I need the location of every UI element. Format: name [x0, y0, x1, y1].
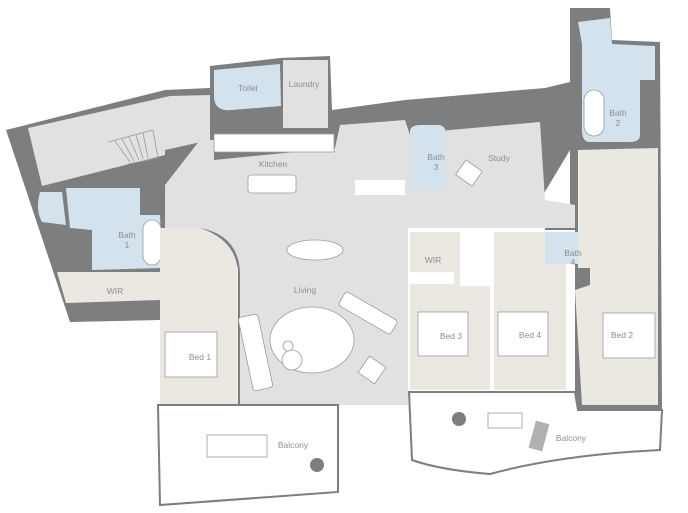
bath-1-shower [37, 192, 66, 225]
wir-1 [57, 272, 160, 303]
bed-3 [417, 311, 469, 357]
laundry-room [283, 60, 328, 128]
study-armchair [455, 159, 483, 187]
entry-hall [28, 95, 210, 186]
label-bath-1: Bath [118, 230, 136, 240]
bed-4 [497, 311, 549, 357]
coffee-table [281, 349, 303, 371]
sofa-left [238, 313, 273, 392]
bed-1 [164, 331, 218, 378]
bath-1-room [66, 188, 162, 270]
label-toilet: Toilet [238, 83, 258, 93]
bed-1-room [160, 228, 238, 405]
label-bath-3: Bath [427, 152, 445, 162]
label-bed-4: Bed 4 [519, 330, 541, 340]
balcony-stool-2 [452, 412, 466, 426]
balcony-stool [310, 458, 324, 472]
kitchen-counter [213, 133, 335, 153]
label-bath-2: Bath [609, 108, 627, 118]
label-laundry: Laundry [289, 79, 320, 89]
wir-2-shelf [410, 272, 454, 284]
label-bath-4-num: 4 [571, 257, 576, 267]
sofa-right [338, 291, 398, 335]
label-bath-3-num: 3 [434, 162, 439, 172]
armchair [357, 355, 387, 385]
label-balcony-right: Balcony [556, 433, 587, 443]
toilet-room [214, 64, 281, 111]
bathtub-2 [583, 89, 605, 137]
label-balcony-left: Balcony [278, 440, 309, 450]
label-bath-1-num: 1 [125, 240, 130, 250]
label-living: Living [294, 285, 316, 295]
label-kitchen: Kitchen [259, 159, 288, 169]
label-wir-2: WIR [425, 255, 442, 265]
label-bath-2-num: 2 [616, 118, 621, 128]
side-table [282, 340, 294, 352]
room-labels: Toilet Laundry Kitchen Study Bath 3 Bath… [107, 79, 634, 450]
study-desk [355, 180, 405, 195]
bathtub-1 [142, 219, 162, 266]
label-study: Study [488, 153, 510, 163]
sun-lounger [528, 420, 550, 452]
stairs [107, 129, 159, 165]
balcony-dining-table [206, 434, 268, 458]
label-bath-4: Bath [564, 248, 582, 258]
label-bed-2: Bed 2 [611, 330, 633, 340]
bed-2 [602, 312, 656, 359]
balcony-sofa [487, 412, 523, 429]
bath-3-room [410, 125, 446, 190]
kitchen-island [247, 174, 297, 194]
label-bed-1: Bed 1 [189, 352, 211, 362]
dining-table [286, 239, 344, 261]
label-bed-3: Bed 3 [440, 331, 462, 341]
label-wir-1: WIR [107, 286, 124, 296]
